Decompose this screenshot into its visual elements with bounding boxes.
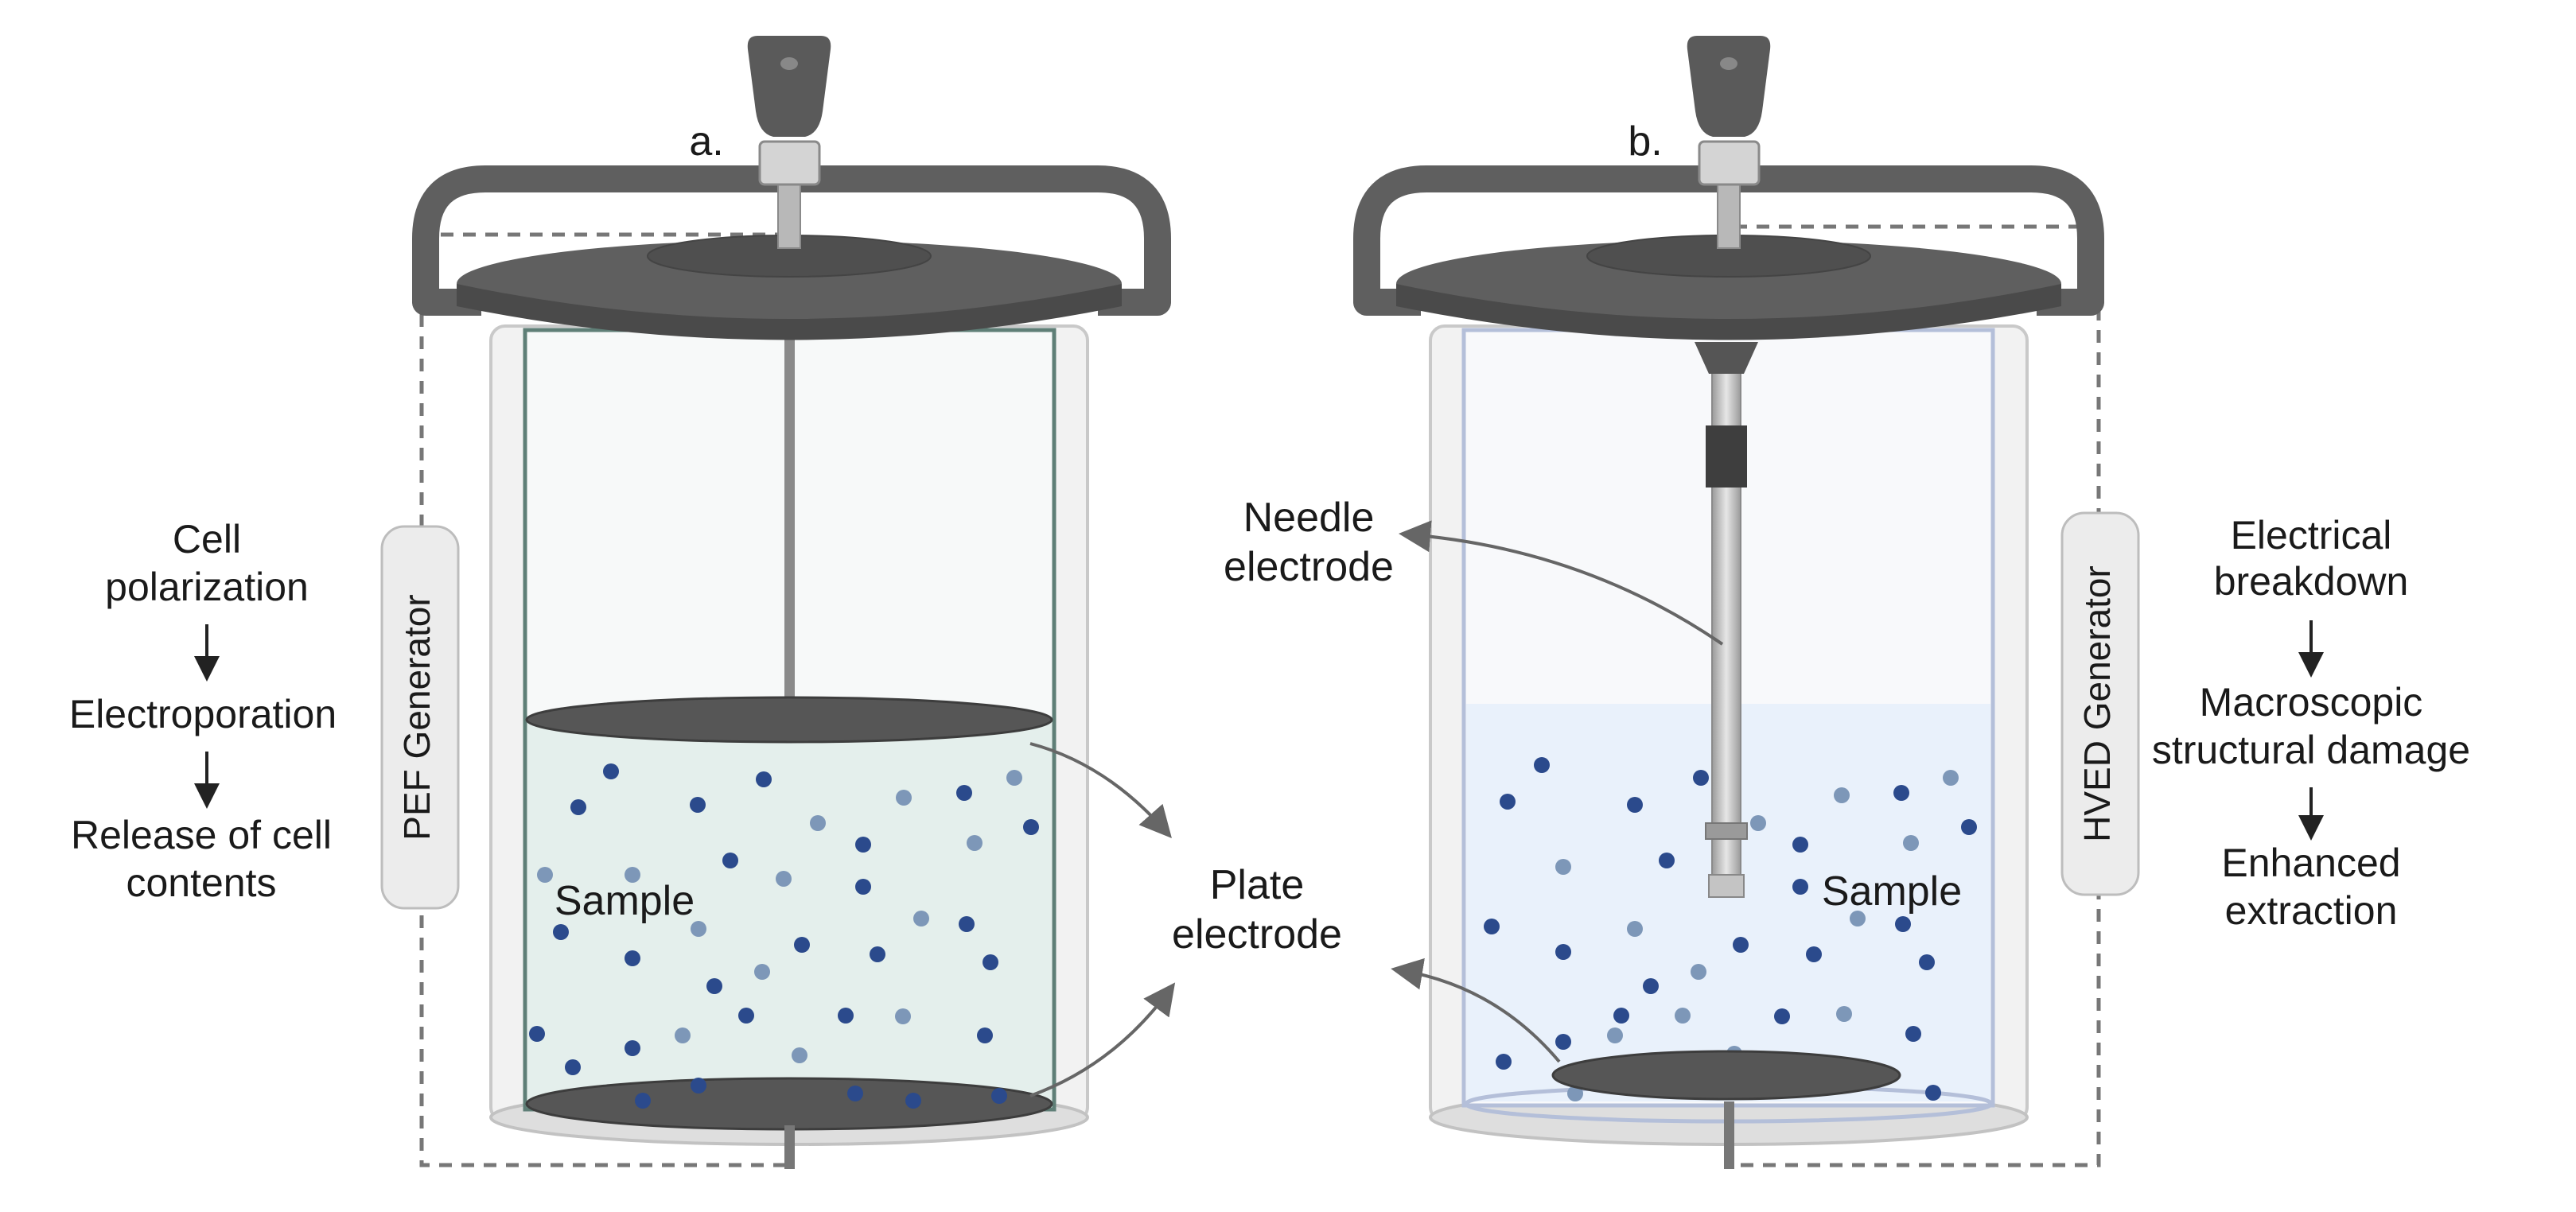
center-annotations: Needle electrode Plate electrode	[1029, 495, 1724, 1097]
knob-hole-a	[780, 57, 798, 70]
process-steps-a: Cell polarization Electroporation Releas…	[69, 517, 337, 905]
step-2-line-2-b: structural damage	[2152, 728, 2470, 772]
needle-tip-b	[1708, 874, 1745, 898]
step-3-line-1-b: Enhanced	[2221, 841, 2400, 885]
plate-electrode-label-line-2: electrode	[1172, 911, 1342, 958]
panel-label-b: b.	[1628, 118, 1662, 165]
lid-b	[1396, 240, 2061, 328]
particles-b	[1484, 757, 1977, 1101]
rod-a	[784, 322, 795, 720]
step-3-line-2-a: contents	[126, 860, 276, 905]
generator-label-b: HVED Generator	[2076, 565, 2118, 842]
top-plate-electrode-a	[525, 696, 1053, 744]
bottom-plate-electrode-a	[525, 1077, 1053, 1131]
panel-a: PEF Generator a. Sample Cell polarizatio…	[69, 36, 1171, 1169]
generator-badge-a	[380, 525, 460, 910]
generator-badge-b	[2060, 511, 2140, 896]
lid-handle-a	[411, 165, 1171, 316]
knob-icon-a	[747, 36, 831, 137]
needle-band-b	[1705, 822, 1748, 840]
knob-nut-a	[758, 140, 821, 186]
lid-edge-b	[1396, 284, 2061, 340]
knob-icon-b	[1687, 36, 1771, 137]
sample-label-b: Sample	[1822, 868, 1962, 915]
generator-label-a: PEF Generator	[396, 594, 438, 840]
step-1-line-1-b: Electrical	[2231, 513, 2392, 557]
step-2-line-1-a: Electroporation	[69, 692, 337, 736]
liquid-a	[527, 720, 1052, 1105]
step-1-line-2-b: breakdown	[2214, 559, 2409, 604]
panel-b: HVED Generator b. Sample Electrical brea…	[1353, 36, 2470, 1169]
knob-stem-b	[1717, 182, 1741, 249]
arrow-plate-electrode-b-icon	[1391, 958, 1561, 1063]
knob-nut-b	[1698, 140, 1761, 186]
arrow-bottom-plate-icon	[1029, 982, 1176, 1097]
needle-collar-b	[1706, 425, 1747, 488]
lid-a	[457, 240, 1122, 328]
arrow-top-plate-icon	[1029, 742, 1172, 838]
needle-electrode-label-line-1: Needle	[1243, 495, 1375, 541]
sample-label-a: Sample	[555, 878, 695, 924]
bottom-stem-a	[784, 1125, 795, 1169]
lid-edge-a	[457, 284, 1122, 340]
step-1-line-2-a: polarization	[105, 565, 309, 609]
panel-label-a: a.	[689, 118, 723, 165]
needle-electrode-label-line-2: electrode	[1224, 544, 1394, 590]
step-3-line-1-a: Release of cell	[71, 813, 332, 857]
plate-electrode-b	[1551, 1050, 1901, 1101]
knob-stem-a	[777, 182, 801, 249]
process-steps-b: Electrical breakdown Macroscopic structu…	[2152, 513, 2470, 933]
step-2-line-1-b: Macroscopic	[2200, 680, 2423, 724]
step-3-line-2-b: extraction	[2225, 888, 2398, 933]
bottom-stem-b	[1724, 1101, 1734, 1169]
knob-hole-b	[1720, 57, 1737, 70]
arrow-needle-electrode-icon	[1399, 520, 1724, 646]
plate-electrode-label-line-1: Plate	[1210, 862, 1305, 908]
particles-a	[529, 763, 1039, 1109]
needle-mount-b	[1695, 342, 1758, 374]
step-1-line-1-a: Cell	[173, 517, 241, 561]
